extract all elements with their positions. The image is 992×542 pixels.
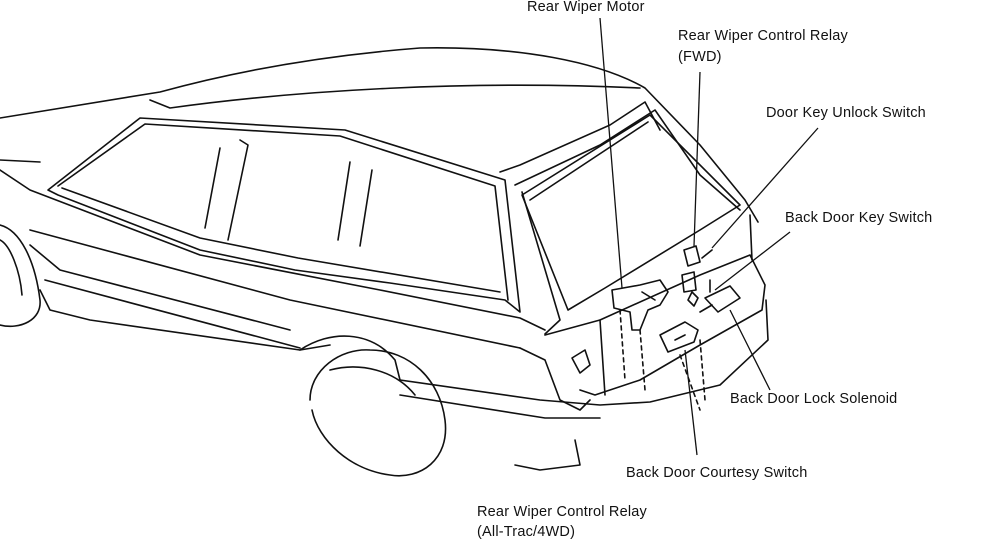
leader-door-key-unlock <box>711 127 819 249</box>
label-relay-4wd-line1: Rear Wiper Control Relay <box>477 504 647 520</box>
side-window-frame <box>47 117 521 313</box>
rear-window <box>521 114 741 311</box>
front-wheel <box>0 224 41 327</box>
label-relay-fwd-line1: Rear Wiper Control Relay <box>678 28 848 44</box>
label-back-door-courtesy-switch: Back Door Courtesy Switch <box>626 465 808 481</box>
label-door-key-unlock-switch: Door Key Unlock Switch <box>766 105 926 121</box>
rear-pillar <box>499 101 661 173</box>
label-relay-fwd-line2: (FWD) <box>678 49 722 65</box>
leader-back-door-key <box>714 231 791 291</box>
lock-solenoid-shape <box>704 285 741 313</box>
label-relay-4wd-line2: (All-Trac/4WD) <box>477 524 576 540</box>
leader-rear-wiper-motor <box>599 17 623 289</box>
belt-line <box>0 169 546 331</box>
leader-relay-fwd <box>693 71 701 247</box>
rear-wiper-motor-shape <box>611 279 669 331</box>
leader-courtesy-switch <box>684 349 698 456</box>
label-back-door-lock-solenoid: Back Door Lock Solenoid <box>730 391 898 407</box>
courtesy-switch-shape <box>659 321 699 353</box>
rear-wheel <box>309 349 447 477</box>
roof-outline <box>0 47 759 223</box>
label-rear-wiper-motor: Rear Wiper Motor <box>527 0 645 15</box>
label-back-door-key-switch: Back Door Key Switch <box>785 210 933 226</box>
leader-lock-solenoid <box>729 309 771 391</box>
roof-inner-line <box>149 84 641 109</box>
relay-fwd-shape <box>683 245 701 267</box>
